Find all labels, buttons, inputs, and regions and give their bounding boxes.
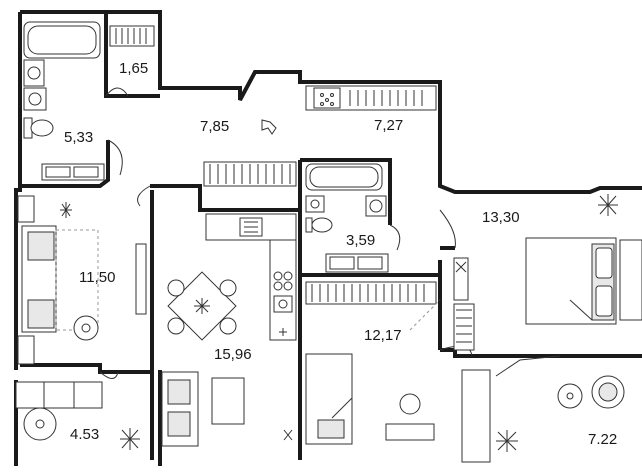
room-area-hall: 7,85	[200, 118, 230, 135]
wardrobe-living	[17, 195, 35, 365]
room-area-bath-1: 5,33	[64, 129, 94, 146]
washing-machine-2	[365, 195, 387, 217]
cabinet-bath-1	[41, 163, 105, 181]
dog-figure	[261, 119, 277, 135]
washbasin-1	[23, 59, 45, 87]
room-area-balcony-1: 4.53	[70, 426, 100, 443]
plants	[60, 194, 618, 452]
doors	[99, 87, 473, 379]
sofa-living	[21, 225, 147, 341]
balcony-2-furniture	[461, 355, 625, 463]
bathtub-1	[23, 21, 101, 59]
washbasin-2	[305, 195, 325, 213]
room-area-closet-2: 7,27	[374, 117, 404, 134]
shelving-1	[109, 25, 155, 47]
wardrobe-hall	[305, 85, 437, 111]
room-area-bedroom-1: 13,30	[482, 209, 520, 226]
room-area-living-room: 11,50	[79, 269, 116, 286]
room-area-bedroom-2: 12,17	[364, 327, 402, 344]
bathtub-2	[305, 163, 383, 191]
dining-set	[167, 271, 237, 341]
cabinet-bath-2	[325, 253, 389, 273]
bedroom-2-furniture	[305, 281, 441, 445]
toilet-1	[23, 117, 54, 139]
washing-machine-1	[23, 87, 47, 111]
room-area-closet-1: 1,65	[119, 60, 149, 77]
room-area-bath-2: 3,59	[346, 232, 376, 249]
toilet-2	[305, 217, 333, 233]
kitchen-counter	[203, 161, 297, 341]
room-area-kitchen-dining: 15,96	[214, 346, 252, 363]
sofa-kitchen	[161, 371, 245, 447]
room-area-balcony-2: 7.22	[588, 431, 618, 448]
balcony-1-furniture	[15, 381, 103, 441]
bedroom-1-furniture	[453, 237, 642, 351]
